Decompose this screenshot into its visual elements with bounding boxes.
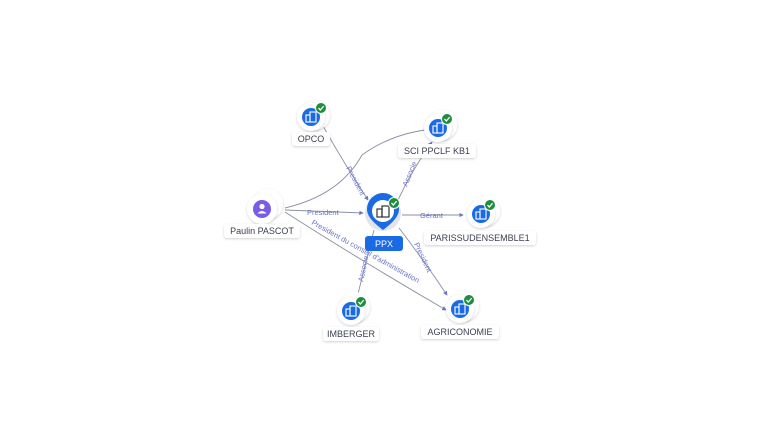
building-icon <box>432 122 444 134</box>
verified-badge-icon <box>441 113 453 125</box>
edge-paulin-ppx[interactable]: President <box>284 208 364 217</box>
node-label: PARISSUDENSEMBLE1 <box>430 233 529 243</box>
edge-label: Associe <box>401 160 419 188</box>
node-agriconomie[interactable]: AGRICONOMIE <box>421 291 499 339</box>
building-icon <box>376 205 390 218</box>
verified-badge-icon <box>484 199 496 211</box>
building-icon <box>454 303 466 315</box>
building-icon <box>345 305 357 317</box>
node-label: AGRICONOMIE <box>427 327 492 337</box>
node-opco[interactable]: OPCO <box>292 100 330 146</box>
edge-paulin-sci[interactable] <box>284 129 426 209</box>
verified-badge-icon <box>355 296 367 308</box>
node-paulin-pascot[interactable]: Paulin PASCOT <box>224 189 300 238</box>
center-node-ppx[interactable]: PPX <box>365 193 403 251</box>
edge-label: President <box>307 208 340 217</box>
verified-badge-icon <box>315 102 327 114</box>
edge-label: Gérant <box>420 211 444 220</box>
node-sci-ppclf-kb1[interactable]: SCI PPCLF KB1 <box>398 110 476 158</box>
edge-label: President <box>412 241 434 274</box>
building-icon <box>305 111 317 123</box>
node-label: Paulin PASCOT <box>230 226 294 236</box>
node-label: OPCO <box>298 134 325 144</box>
node-imberger[interactable]: IMBERGER <box>323 292 379 341</box>
verified-badge-icon <box>388 197 400 209</box>
edge-label: Associe <box>356 255 370 283</box>
edge-ppx-paris[interactable]: Gérant <box>402 211 464 220</box>
verified-badge-icon <box>463 294 475 306</box>
edge-label: President <box>344 165 367 198</box>
building-icon <box>475 208 487 220</box>
person-icon <box>257 203 267 214</box>
node-label: SCI PPCLF KB1 <box>404 146 470 156</box>
node-parissudensemble1[interactable]: PARISSUDENSEMBLE1 <box>424 196 536 245</box>
center-node-label: PPX <box>375 239 393 249</box>
node-label: IMBERGER <box>327 329 376 339</box>
